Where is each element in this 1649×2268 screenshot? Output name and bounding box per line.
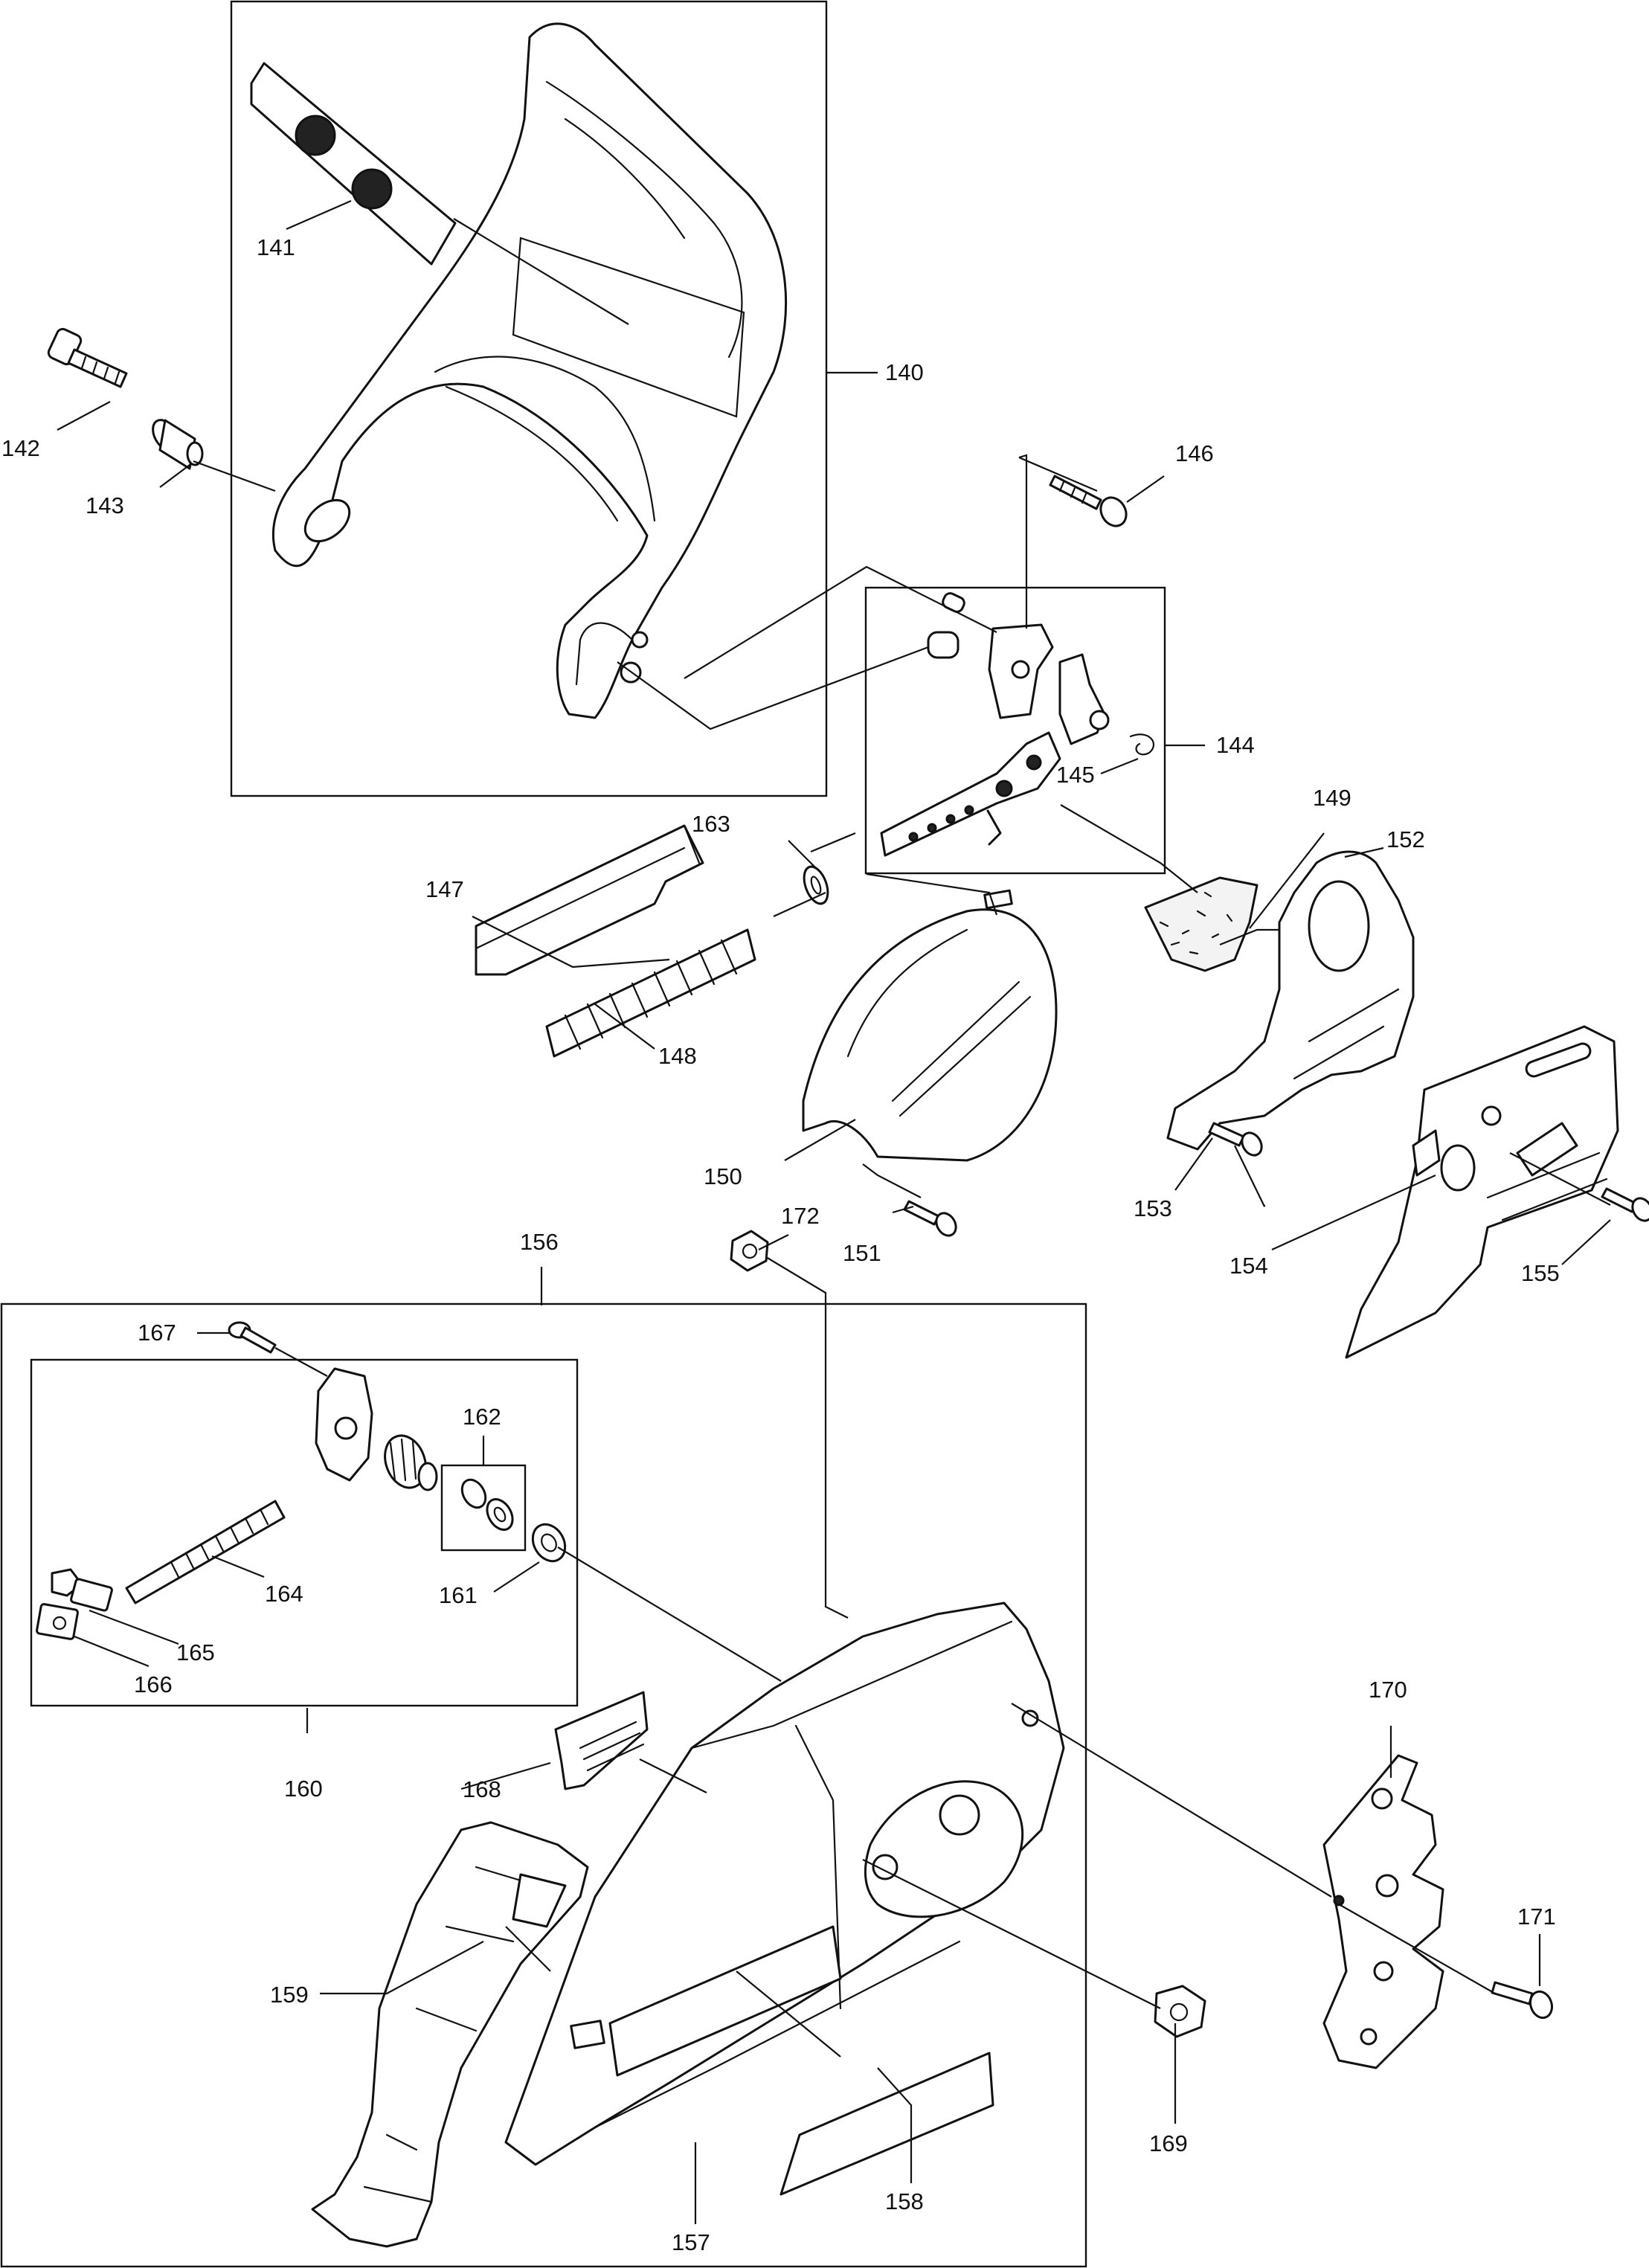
callout-155: 155 <box>1521 1260 1560 1286</box>
callout-numbers: 140 141 142 143 144 145 146 147 148 149 … <box>1 234 1560 2255</box>
callout-172: 172 <box>781 1203 820 1229</box>
callout-159: 159 <box>270 1982 309 2008</box>
callout-150: 150 <box>704 1163 742 1189</box>
bar-nut-169 <box>1154 1985 1206 2038</box>
callout-142: 142 <box>1 435 40 461</box>
callout-147: 147 <box>425 876 464 902</box>
tensioner-nut-166 <box>36 1603 79 1640</box>
leader-lines <box>57 199 1611 2224</box>
washers-162 <box>460 1478 514 1531</box>
adjusting-screw-164 <box>125 1500 286 1604</box>
felt-pad-149 <box>1144 876 1259 972</box>
screw-171 <box>1491 1981 1554 2020</box>
warning-label-141 <box>250 62 457 266</box>
screw-146 <box>1049 475 1128 527</box>
callout-156: 156 <box>520 1229 559 1255</box>
callout-144: 144 <box>1216 732 1255 758</box>
adjuster-pin-165 <box>51 1568 113 1612</box>
group-frame-160 <box>30 1358 579 1707</box>
callout-153: 153 <box>1134 1195 1172 1221</box>
brake-band-150 <box>802 889 1058 1162</box>
brake-linkage-144 <box>880 592 1110 857</box>
cover-plate-147 <box>475 824 704 976</box>
callout-140: 140 <box>885 359 924 385</box>
spring-clip-145 <box>1129 733 1154 756</box>
callout-151: 151 <box>843 1240 881 1266</box>
clutch-cover-157 <box>504 1602 1065 2166</box>
brake-spring-148 <box>545 928 756 1058</box>
callout-162: 162 <box>463 1404 501 1430</box>
bumper-spike-170 <box>1322 1754 1444 2069</box>
callout-168: 168 <box>463 1776 501 1802</box>
callout-171: 171 <box>1517 1904 1556 1930</box>
callout-145: 145 <box>1056 762 1095 788</box>
washer-163 <box>803 865 829 905</box>
group-frame-162 <box>440 1464 527 1552</box>
washer-161 <box>531 1523 567 1563</box>
callout-146: 146 <box>1175 440 1214 466</box>
callout-163: 163 <box>692 811 730 837</box>
nut-172 <box>730 1230 769 1272</box>
callout-170: 170 <box>1369 1677 1407 1703</box>
group-frame-140 <box>230 0 828 797</box>
callout-161: 161 <box>439 1582 478 1608</box>
callout-165: 165 <box>176 1639 215 1665</box>
callout-152: 152 <box>1386 826 1425 852</box>
callout-157: 157 <box>672 2229 710 2255</box>
callout-143: 143 <box>86 492 124 518</box>
callout-164: 164 <box>265 1581 303 1607</box>
callout-149: 149 <box>1313 785 1351 811</box>
group-frame-156 <box>0 1302 1087 2268</box>
callout-141: 141 <box>257 234 295 260</box>
screw-153 <box>1208 1122 1263 1157</box>
bolt-142 <box>47 327 128 388</box>
callout-166: 166 <box>134 1671 173 1697</box>
callout-167: 167 <box>138 1320 176 1346</box>
eye-protection-symbol-icon <box>295 115 336 156</box>
screw-167 <box>228 1321 277 1354</box>
chain-catcher-cover-152 <box>1166 850 1415 1151</box>
rubber-pad-168 <box>554 1691 649 1790</box>
read-manual-symbol-icon <box>351 168 393 210</box>
tensioner-bracket <box>315 1367 373 1482</box>
screw-155 <box>1601 1187 1649 1222</box>
sleeve-143 <box>152 419 204 470</box>
callout-169: 169 <box>1149 2130 1188 2156</box>
label-158 <box>780 2052 994 2196</box>
adjuster-gear <box>384 1434 438 1491</box>
callout-154: 154 <box>1229 1253 1268 1279</box>
chain-guard-plate-154 <box>1345 1025 1619 1359</box>
group-frame-144 <box>864 586 1166 875</box>
callout-148: 148 <box>658 1043 697 1069</box>
hand-guard-140 <box>271 22 788 719</box>
callout-158: 158 <box>885 2188 924 2214</box>
chain-catcher-159 <box>311 1821 589 2248</box>
callout-160: 160 <box>284 1776 323 1802</box>
